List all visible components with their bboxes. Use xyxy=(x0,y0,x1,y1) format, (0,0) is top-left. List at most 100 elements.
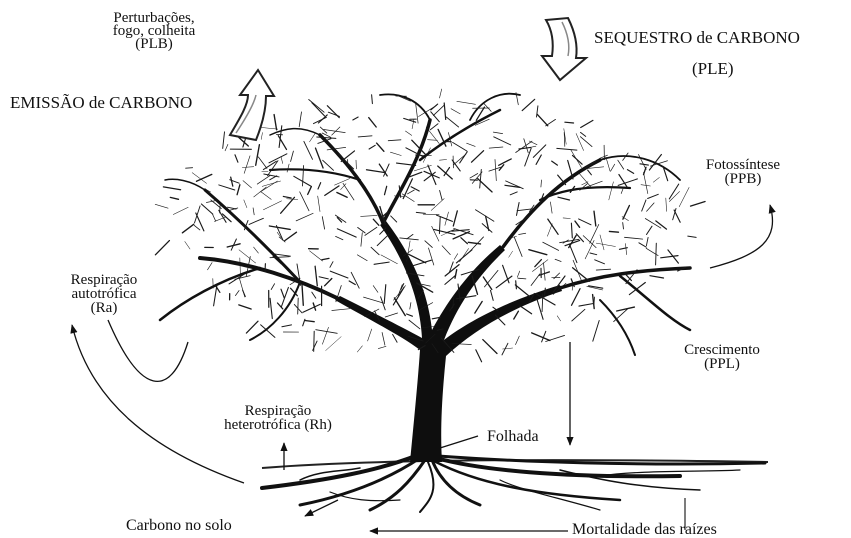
crown-twig xyxy=(606,157,610,171)
crown-twig xyxy=(317,137,336,138)
crown-twig xyxy=(170,197,178,199)
heterotrophic-line-1: Respiração xyxy=(198,404,358,418)
crown-twig xyxy=(303,304,320,312)
crown-twig xyxy=(323,160,334,170)
crown-twig xyxy=(438,166,453,179)
crown-twig xyxy=(506,181,524,189)
crown-twig xyxy=(385,186,387,194)
crown-twig xyxy=(281,289,284,298)
litter-pointer xyxy=(440,436,478,448)
crown-twig xyxy=(609,231,618,232)
crown-twig xyxy=(520,306,531,314)
crown-twig xyxy=(155,204,168,208)
crown-twig xyxy=(410,303,411,310)
crown-twig xyxy=(310,251,323,261)
crown-twig xyxy=(579,219,591,225)
crown-twig xyxy=(623,223,624,229)
crown-twig xyxy=(563,218,570,219)
crown-twig xyxy=(364,297,383,303)
crown-twig xyxy=(239,305,251,309)
crown-twig xyxy=(434,229,455,234)
crown-twig xyxy=(457,101,476,104)
crown-twig xyxy=(541,180,542,187)
crown-twig xyxy=(575,221,580,227)
crown-twig xyxy=(532,333,550,341)
crown-twig xyxy=(214,285,217,306)
crown-twig xyxy=(518,278,526,279)
crown-twig xyxy=(282,325,292,327)
crown-twig xyxy=(609,182,614,200)
crown-twig xyxy=(618,160,624,169)
crown-twig xyxy=(550,202,552,213)
crown-twig xyxy=(442,246,450,255)
autotrophic-line-3: (Ra) xyxy=(42,301,166,315)
crown-twig xyxy=(453,142,467,151)
crown-twig xyxy=(409,320,420,329)
crown-twig xyxy=(308,187,312,195)
crown-twig xyxy=(357,255,367,261)
litter-label: Folhada xyxy=(487,429,539,445)
crown-twig xyxy=(642,200,646,211)
crown-twig xyxy=(261,133,262,140)
crown-twig xyxy=(257,176,270,185)
crown-twig xyxy=(332,309,350,311)
crown-twig xyxy=(437,215,453,221)
crown-twig xyxy=(581,132,586,136)
crown-twig xyxy=(407,314,413,316)
crown-twig xyxy=(235,291,239,296)
crown-twig xyxy=(600,235,604,250)
crown-twig xyxy=(335,179,350,186)
crown-twig xyxy=(270,176,277,180)
crown-twig xyxy=(385,313,397,317)
photosynthesis-arrow xyxy=(710,205,773,268)
crown-twig xyxy=(325,279,332,286)
crown-twig xyxy=(242,167,253,168)
crown-twig xyxy=(495,160,496,181)
crown-twig xyxy=(646,237,648,245)
crown-twig xyxy=(590,253,597,255)
crown-twig xyxy=(445,275,456,284)
crown-twig xyxy=(322,327,328,344)
crown-twig xyxy=(416,212,425,213)
crown-twig xyxy=(163,187,180,190)
crown-twig xyxy=(368,329,372,341)
crown-twig xyxy=(263,201,281,210)
crown-twig xyxy=(649,155,661,171)
crown-twig xyxy=(432,226,439,241)
crown-twig xyxy=(588,170,592,175)
crown-twig xyxy=(467,143,476,146)
crown-twig xyxy=(644,172,648,193)
crown-twig xyxy=(393,287,404,305)
crown-twig xyxy=(254,187,266,197)
crown-twig xyxy=(522,99,535,110)
crown-twig xyxy=(382,333,385,346)
crown-twig xyxy=(533,145,546,158)
crown-twig xyxy=(316,148,324,168)
crown-twig xyxy=(384,285,386,304)
crown-twig xyxy=(173,207,188,214)
crown-twig xyxy=(440,89,442,98)
crown-twig xyxy=(461,238,468,244)
crown-twig xyxy=(303,319,305,326)
crown-twig xyxy=(661,256,678,258)
crown-twig xyxy=(650,276,664,278)
crown-twig xyxy=(451,109,460,114)
crown-twig xyxy=(639,243,646,247)
crown-twig xyxy=(543,242,559,250)
crown-twig xyxy=(644,167,647,174)
crown-twig xyxy=(228,207,237,209)
crown-twig xyxy=(186,168,193,169)
crown-twig xyxy=(440,160,447,161)
crown-twig xyxy=(516,281,517,289)
crown-twig xyxy=(557,148,577,150)
crown-twig xyxy=(444,103,446,119)
ple-label: (PLE) xyxy=(692,60,734,77)
crown-twig xyxy=(390,152,401,155)
crown-twig xyxy=(514,311,519,319)
crown-twig xyxy=(594,297,595,305)
crown-twig xyxy=(325,186,339,196)
crown-twig xyxy=(573,260,581,280)
crown-twig xyxy=(318,183,321,189)
crown-twig xyxy=(557,316,560,321)
heterotrophic-line-2: heterotrófica (Rh) xyxy=(198,418,358,432)
